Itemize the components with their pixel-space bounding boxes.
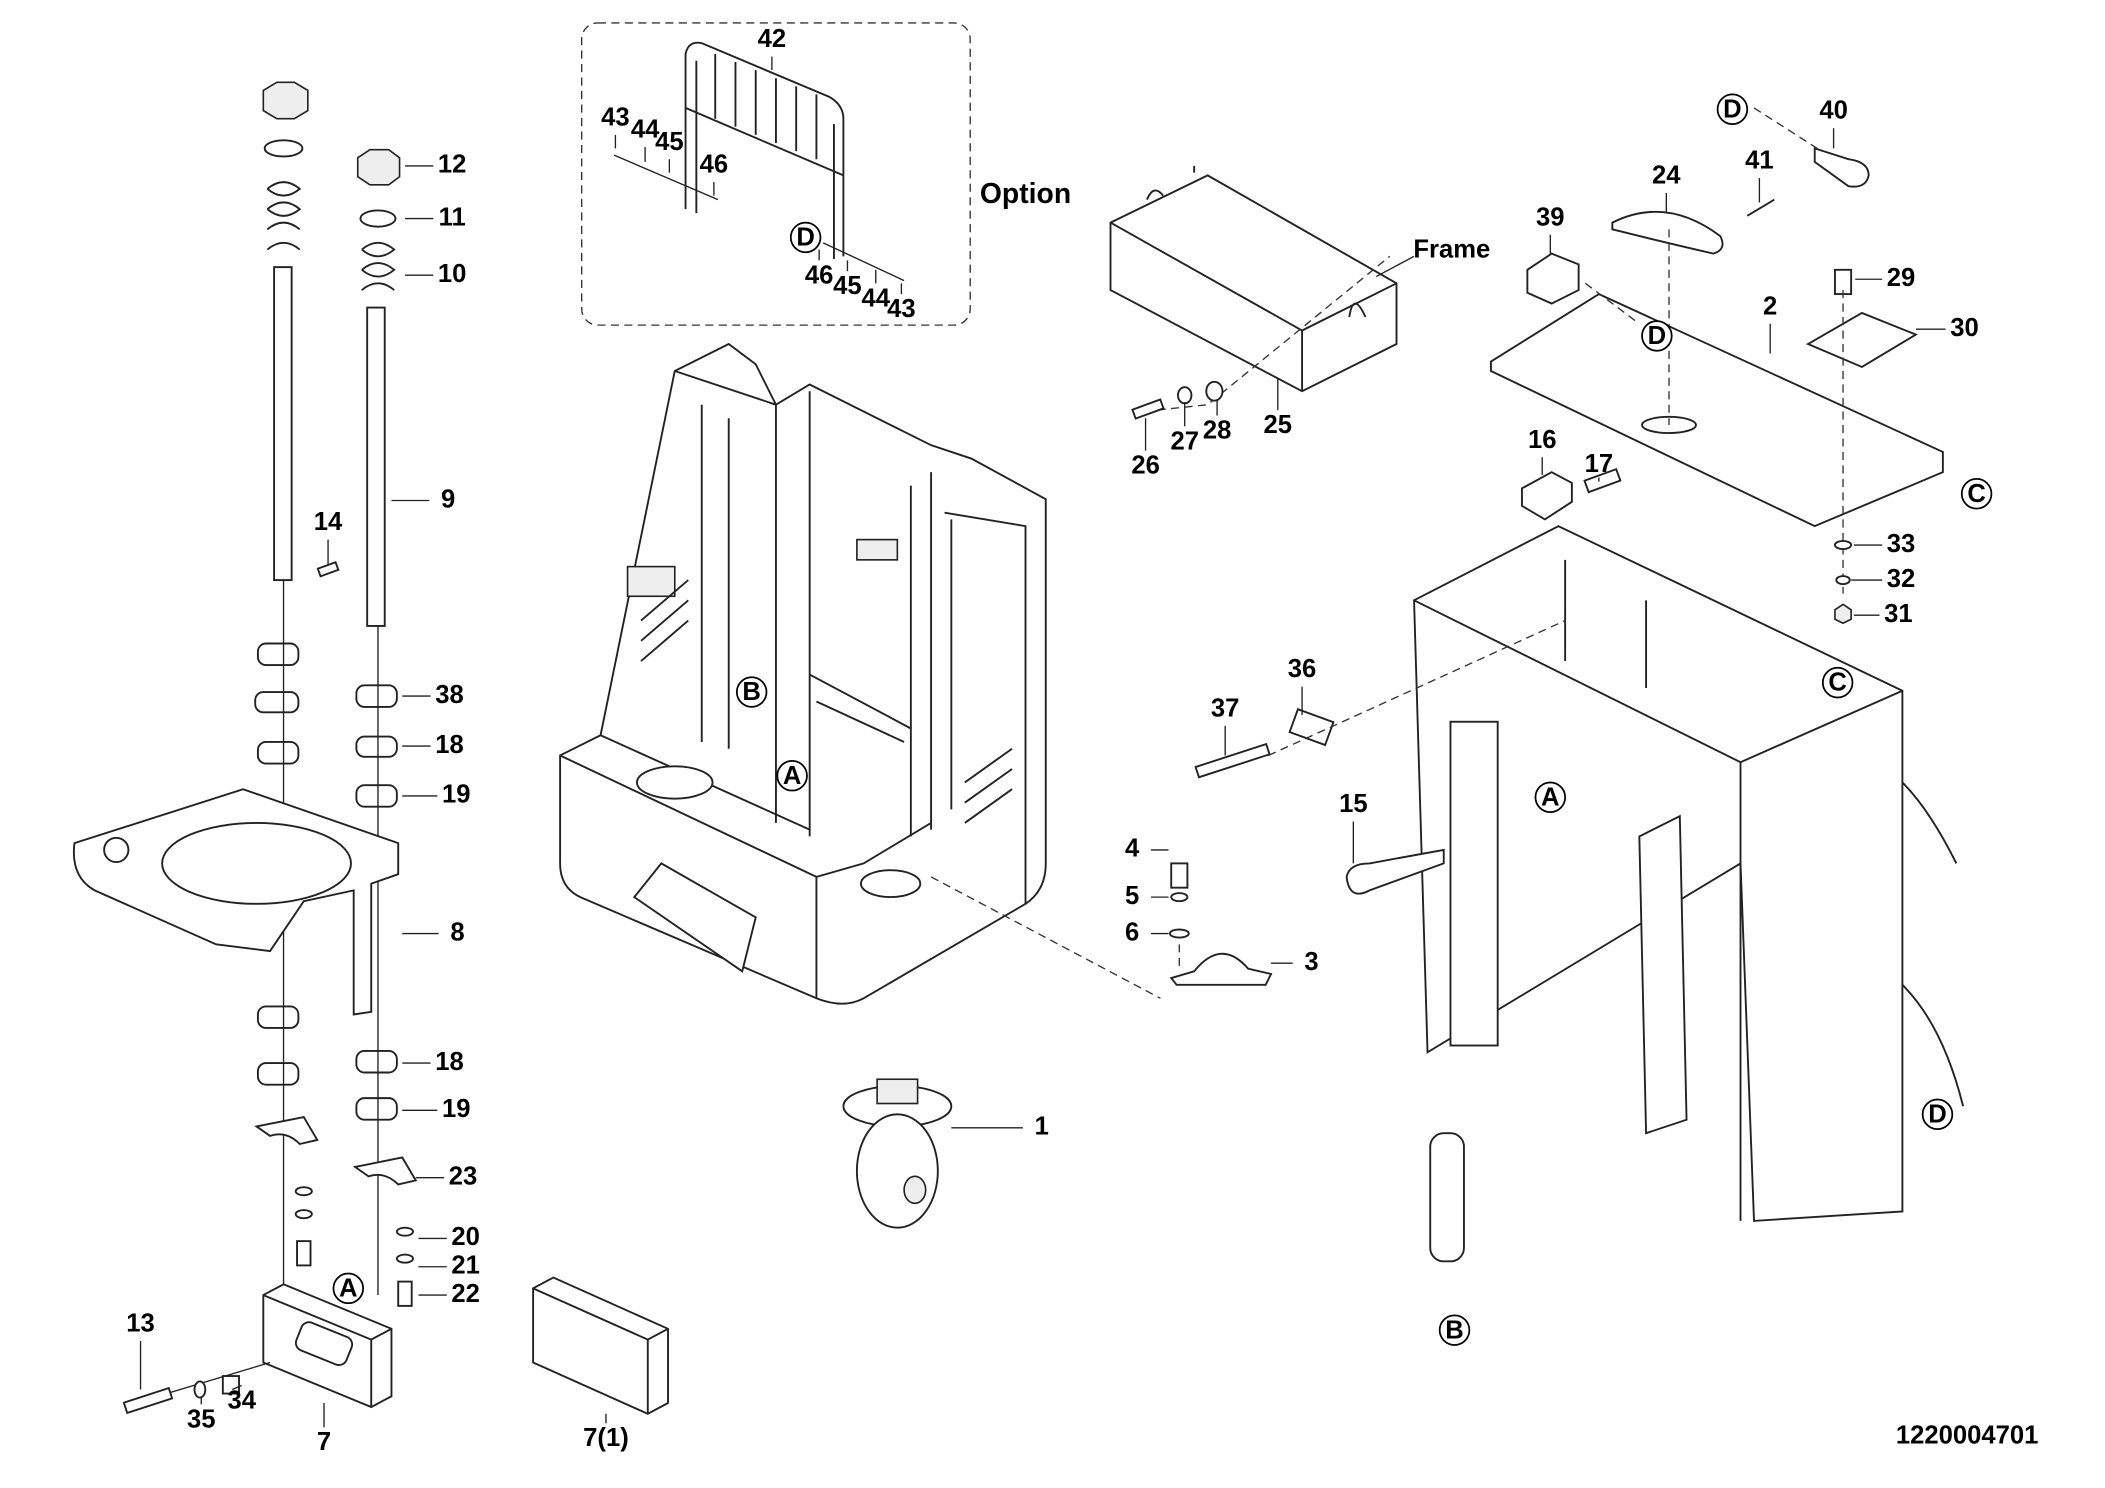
reference-marker-D: D <box>1716 93 1749 125</box>
callout-18: 18 <box>435 731 464 759</box>
svg-text:D: D <box>1648 322 1667 350</box>
reference-marker-D: D <box>1921 1098 1954 1131</box>
battery-25 <box>1109 165 1398 420</box>
callout-45: 45 <box>655 128 684 156</box>
svg-text:D: D <box>796 224 815 252</box>
callout-37: 37 <box>1211 694 1240 722</box>
callout-21: 21 <box>451 1252 480 1280</box>
callout-31: 31 <box>1884 600 1913 628</box>
callout-8: 8 <box>450 918 464 946</box>
drawing-number: 1220004701 <box>1896 1422 2039 1450</box>
callout-11: 11 <box>439 203 466 231</box>
callout-43: 43 <box>887 295 916 323</box>
callout-39: 39 <box>1536 203 1565 231</box>
reference-marker-D: D <box>789 221 822 254</box>
svg-text:D: D <box>1723 95 1742 123</box>
callout-10: 10 <box>438 260 467 288</box>
svg-text:A: A <box>783 762 802 790</box>
plates-23 <box>254 1115 418 1307</box>
callout-44: 44 <box>631 116 660 144</box>
callout-23: 23 <box>449 1162 478 1190</box>
callout-18: 18 <box>435 1048 464 1076</box>
battery-tray <box>1194 467 1965 1263</box>
callout-32: 32 <box>1887 565 1916 593</box>
guard-rail-42 <box>613 41 905 282</box>
block-7 <box>122 1283 393 1415</box>
callout-15: 15 <box>1339 790 1368 818</box>
reference-marker-A: A <box>1534 781 1567 814</box>
callout-29: 29 <box>1887 264 1916 292</box>
callout-17: 17 <box>1585 450 1614 478</box>
svg-text:A: A <box>339 1274 358 1302</box>
svg-text:A: A <box>1541 783 1560 811</box>
svg-text:D: D <box>1928 1100 1947 1128</box>
callout-5: 5 <box>1125 882 1139 910</box>
callout-24: 24 <box>1652 161 1681 189</box>
reference-markers: D A B A D D D C C A B <box>332 93 1993 1346</box>
reference-marker-C: C <box>1960 478 1993 510</box>
callout-20: 20 <box>451 1223 480 1251</box>
svg-text:C: C <box>1967 480 1986 508</box>
cover-3-hardware <box>930 862 1273 999</box>
reference-marker-A: A <box>332 1272 365 1305</box>
callout-14: 14 <box>314 508 343 536</box>
option-label: Option <box>980 178 1071 210</box>
cover-plate-2 <box>1489 107 1944 625</box>
callout-19: 19 <box>442 1095 471 1123</box>
callout-41: 41 <box>1745 147 1774 175</box>
callout-35: 35 <box>187 1405 216 1433</box>
svg-text:B: B <box>742 678 761 706</box>
frame-label: Frame <box>1413 236 1490 264</box>
callout-45: 45 <box>833 272 862 300</box>
callout-16: 16 <box>1528 426 1557 454</box>
callout-3: 3 <box>1304 948 1318 976</box>
callout-7(1): 7(1) <box>583 1424 629 1452</box>
callout-44: 44 <box>862 284 891 312</box>
callout-43: 43 <box>601 103 630 131</box>
steering-bracket-8 <box>72 788 400 1016</box>
callout-36: 36 <box>1288 655 1317 683</box>
reference-marker-C: C <box>1821 666 1854 699</box>
leader-line <box>232 1384 242 1391</box>
callout-46: 46 <box>700 151 729 179</box>
callout-34: 34 <box>227 1386 256 1414</box>
callout-9: 9 <box>441 485 455 513</box>
callout-22: 22 <box>451 1280 480 1308</box>
callout-7: 7 <box>317 1428 331 1456</box>
callout-42: 42 <box>758 25 787 53</box>
svg-text:B: B <box>1445 1316 1464 1344</box>
frame-leader <box>1375 255 1415 278</box>
rod-assembly-left <box>254 81 401 1350</box>
callout-33: 33 <box>1887 530 1916 558</box>
reference-marker-B: B <box>735 676 768 708</box>
callout-38: 38 <box>435 681 464 709</box>
reference-marker-D: D <box>1641 320 1673 352</box>
reference-marker-A: A <box>776 759 808 792</box>
callout-25: 25 <box>1264 411 1293 439</box>
reference-marker-B: B <box>1438 1314 1471 1346</box>
callout-1: 1 <box>1035 1113 1049 1141</box>
leader-lines <box>139 56 1946 1428</box>
svg-text:C: C <box>1828 669 1847 697</box>
callout-4: 4 <box>1125 835 1140 863</box>
main-frame <box>559 342 1047 1005</box>
callout-19: 19 <box>442 781 471 809</box>
caster-1 <box>842 1078 953 1229</box>
callout-46: 46 <box>805 261 834 289</box>
callout-28: 28 <box>1203 416 1232 444</box>
option-group-border <box>581 22 971 326</box>
callout-30: 30 <box>1950 314 1979 342</box>
block-7-1 <box>532 1276 669 1415</box>
callout-2: 2 <box>1763 292 1777 320</box>
callout-12: 12 <box>438 151 467 179</box>
callout-26: 26 <box>1131 452 1160 480</box>
callout-6: 6 <box>1125 918 1139 946</box>
callout-40: 40 <box>1819 97 1848 125</box>
callout-13: 13 <box>126 1310 155 1338</box>
callout-27: 27 <box>1170 427 1199 455</box>
